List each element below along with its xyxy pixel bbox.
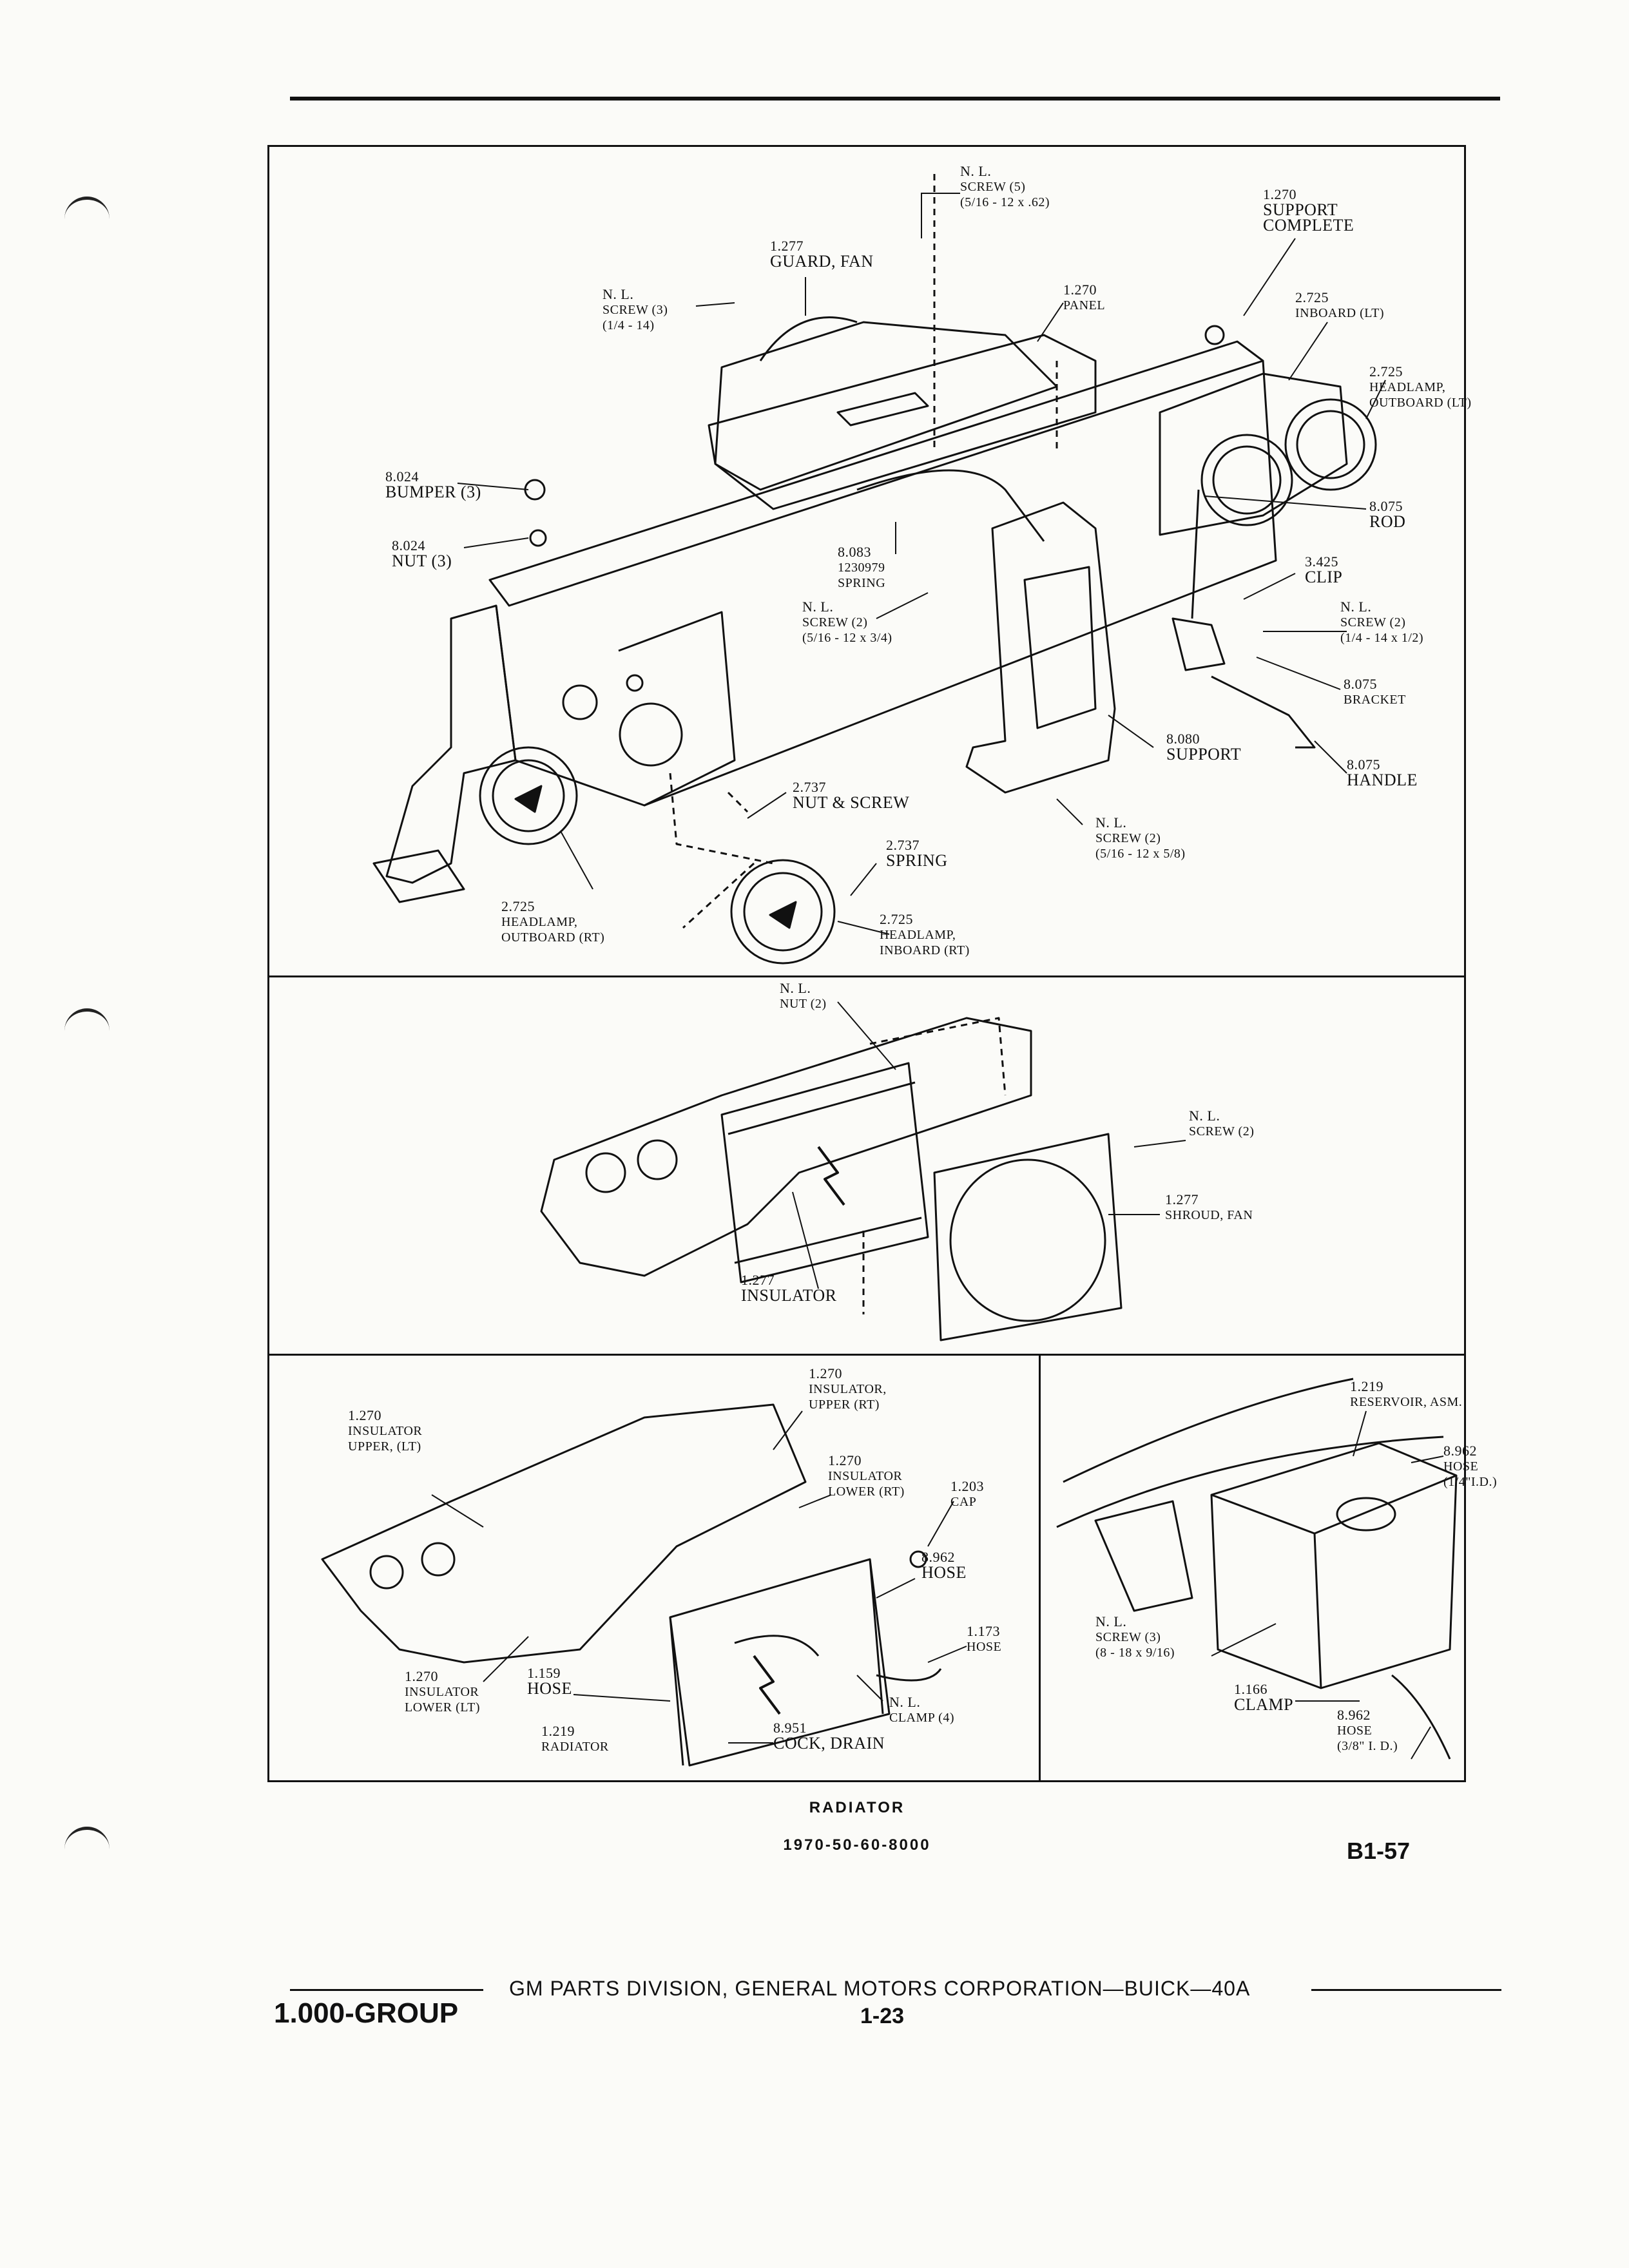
header-rule [290,97,1500,101]
lamp-housing-rt [619,702,683,767]
reservoir-panel [1039,1354,1466,1782]
hood-rod [1191,489,1200,619]
footer-rule-right [1311,1989,1501,1991]
publisher-line: GM PARTS DIVISION, GENERAL MOTORS CORPOR… [509,1977,1251,2000]
binder-mark [64,1827,110,1849]
support-bracket [372,849,465,903]
callout-screw-2-shroud: N. L.SCREW (2) [1189,1108,1255,1139]
callout-screw-3: N. L.SCREW (3) (1/4 - 14) [602,286,668,333]
overflow-hose [1391,1674,1451,1760]
radiator-core-3 [669,1558,891,1767]
headlamp-outboard-rt [479,746,578,845]
radiator-core-2 [720,1062,929,1283]
group-label: 1.000-GROUP [274,1997,459,2029]
callout-screw-reservoir: N. L.SCREW (3) (8 - 18 x 9/16) [1095,1613,1175,1660]
callout-nut-2: N. L.NUT (2) [780,980,827,1012]
callout-screw-2-c: N. L.SCREW (2) (5/16 - 12 x 5/8) [1095,814,1186,861]
page-number: 1-23 [860,2004,905,2028]
headlamp-inboard-lt [1200,434,1293,526]
figure-title: RADIATOR [809,1799,905,1816]
footer-rule-left [290,1989,483,1991]
hood-support [965,501,1116,794]
figure-code: 1970-50-60-8000 [783,1836,931,1854]
binder-mark [64,197,110,219]
lower-hose [876,1668,942,1682]
lamp-housing-lt [1159,372,1348,536]
binder-mark [64,1008,110,1031]
callout-clamp-4: N. L.CLAMP (4) [889,1694,954,1725]
headlamp-inboard-rt [730,859,836,965]
callout-screw-2-a: N. L.SCREW (2) (5/16 - 12 x 3/4) [802,599,892,646]
fender-bracket [1094,1500,1193,1612]
callout-screw-5: N. L.SCREW (5) (5/16 - 12 x .62) [960,163,1050,210]
upper-hose [734,1635,820,1657]
reservoir-cap [1336,1497,1396,1532]
support-frame-3 [321,1403,807,1664]
support-frame-2 [540,1017,1032,1277]
housing-box [618,611,736,807]
page-reference: B1-57 [1347,1838,1411,1864]
support-left-end [385,604,517,884]
callout-screw-2-b: N. L.SCREW (2) (1/4 - 14 x 1/2) [1340,599,1424,646]
release-handle [1211,675,1316,749]
fan-guard [714,321,1058,491]
release-bracket [1171,617,1226,671]
latch-spring-rod [856,469,1045,542]
reservoir-tank [1210,1442,1458,1689]
headlamp-outboard-lt [1284,398,1377,491]
upper-panel [708,334,1097,510]
fender-edge [1063,1378,1354,1483]
fan-shroud-opening [949,1158,1106,1322]
fan-shroud [933,1133,1123,1341]
